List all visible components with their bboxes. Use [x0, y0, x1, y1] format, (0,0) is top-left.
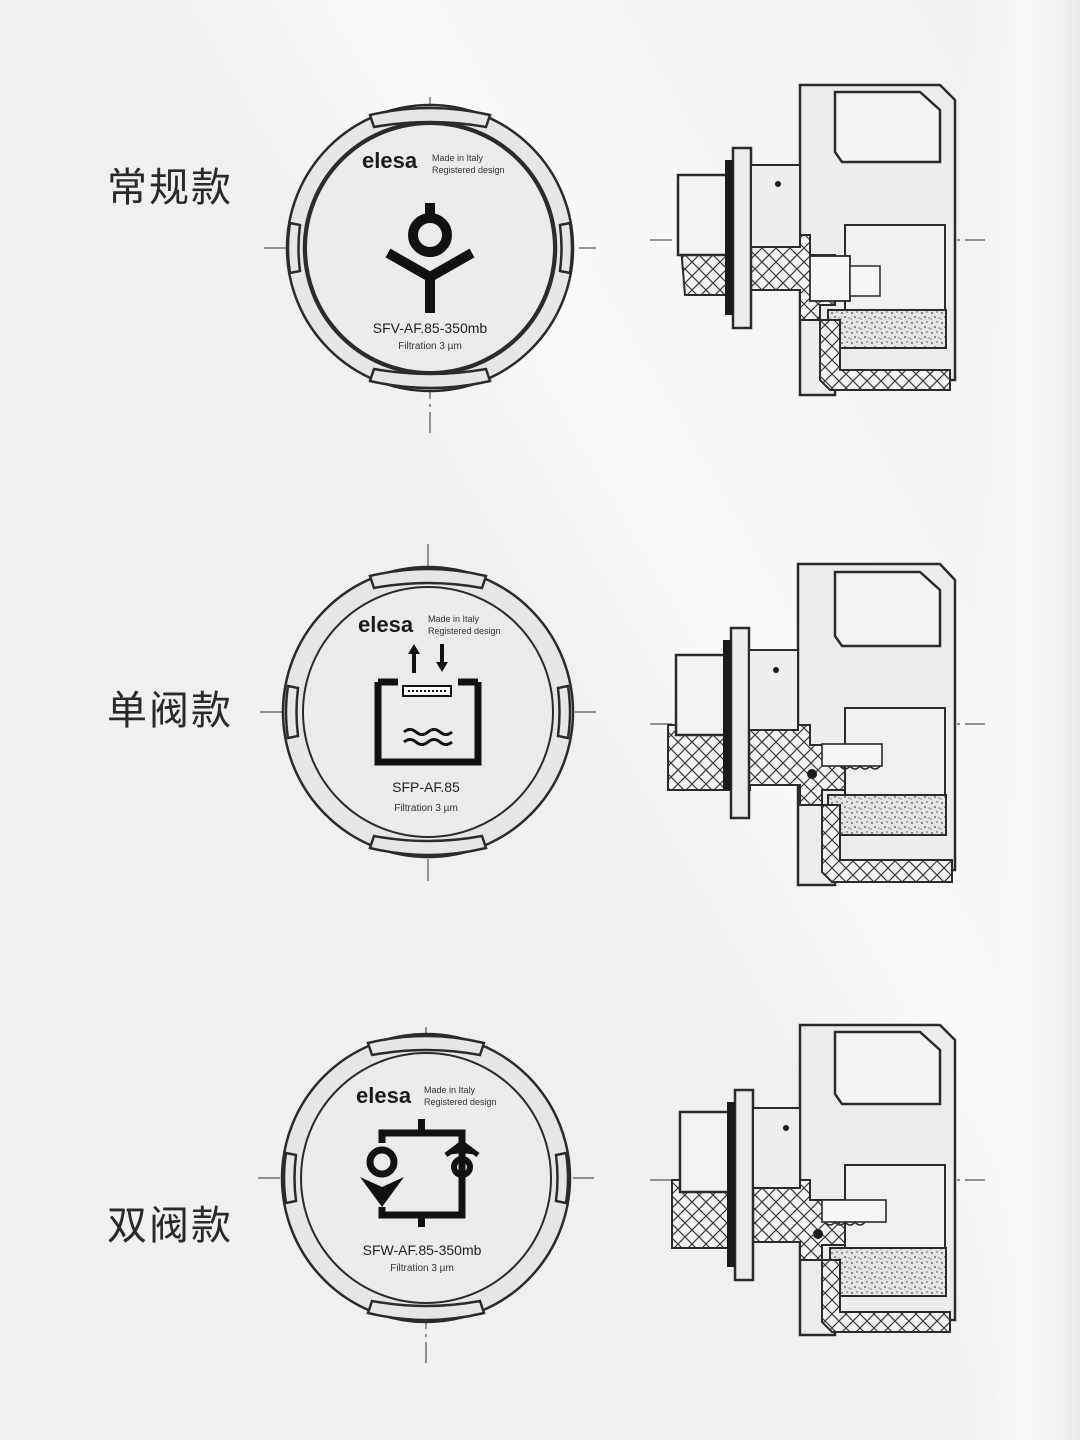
tank-vent-icon [374, 644, 482, 766]
registered-text: Registered design [428, 626, 501, 636]
cross-section-view [650, 1023, 985, 1337]
cross-section-view [650, 83, 985, 397]
variant-row: 单阀款 elesa Made in Italy Registered desig… [0, 540, 1080, 900]
made-in-text: Made in Italy [428, 614, 480, 624]
filtration-spec: Filtration 3 µm [394, 803, 458, 814]
background-edge [970, 0, 1080, 1440]
single-valve-icon [385, 203, 475, 313]
registered-text: Registered design [424, 1097, 497, 1107]
variant-label: 双阀款 [107, 1203, 233, 1249]
variant-label: 常规款 [107, 165, 233, 211]
model-code: SFV-AF.85-350mb [373, 320, 488, 336]
registered-text: Registered design [432, 165, 505, 175]
variant-label: 单阀款 [107, 688, 233, 734]
variant-row: 常规款 elesa Made in Italy Registered desig… [0, 70, 1080, 433]
brand-logo: elesa [358, 612, 414, 637]
cap-top-view: elesa Made in Italy Registered design SF… [264, 97, 596, 433]
double-valve-icon [360, 1119, 480, 1227]
filtration-spec: Filtration 3 µm [398, 341, 462, 352]
filtration-spec: Filtration 3 µm [390, 1263, 454, 1274]
cap-top-view: elesa Made in Italy Registered design SF… [258, 1027, 594, 1363]
model-code: SFW-AF.85-350mb [363, 1242, 482, 1258]
cross-section-view [650, 562, 985, 887]
made-in-text: Made in Italy [432, 153, 484, 163]
brand-logo: elesa [356, 1083, 412, 1108]
brand-logo: elesa [362, 148, 418, 173]
model-code: SFP-AF.85 [392, 779, 460, 795]
made-in-text: Made in Italy [424, 1085, 476, 1095]
variant-row: 双阀款 elesa Made in Italy Registered desig… [0, 1010, 1080, 1370]
cap-top-view: elesa Made in Italy Registered design SF… [260, 544, 596, 886]
